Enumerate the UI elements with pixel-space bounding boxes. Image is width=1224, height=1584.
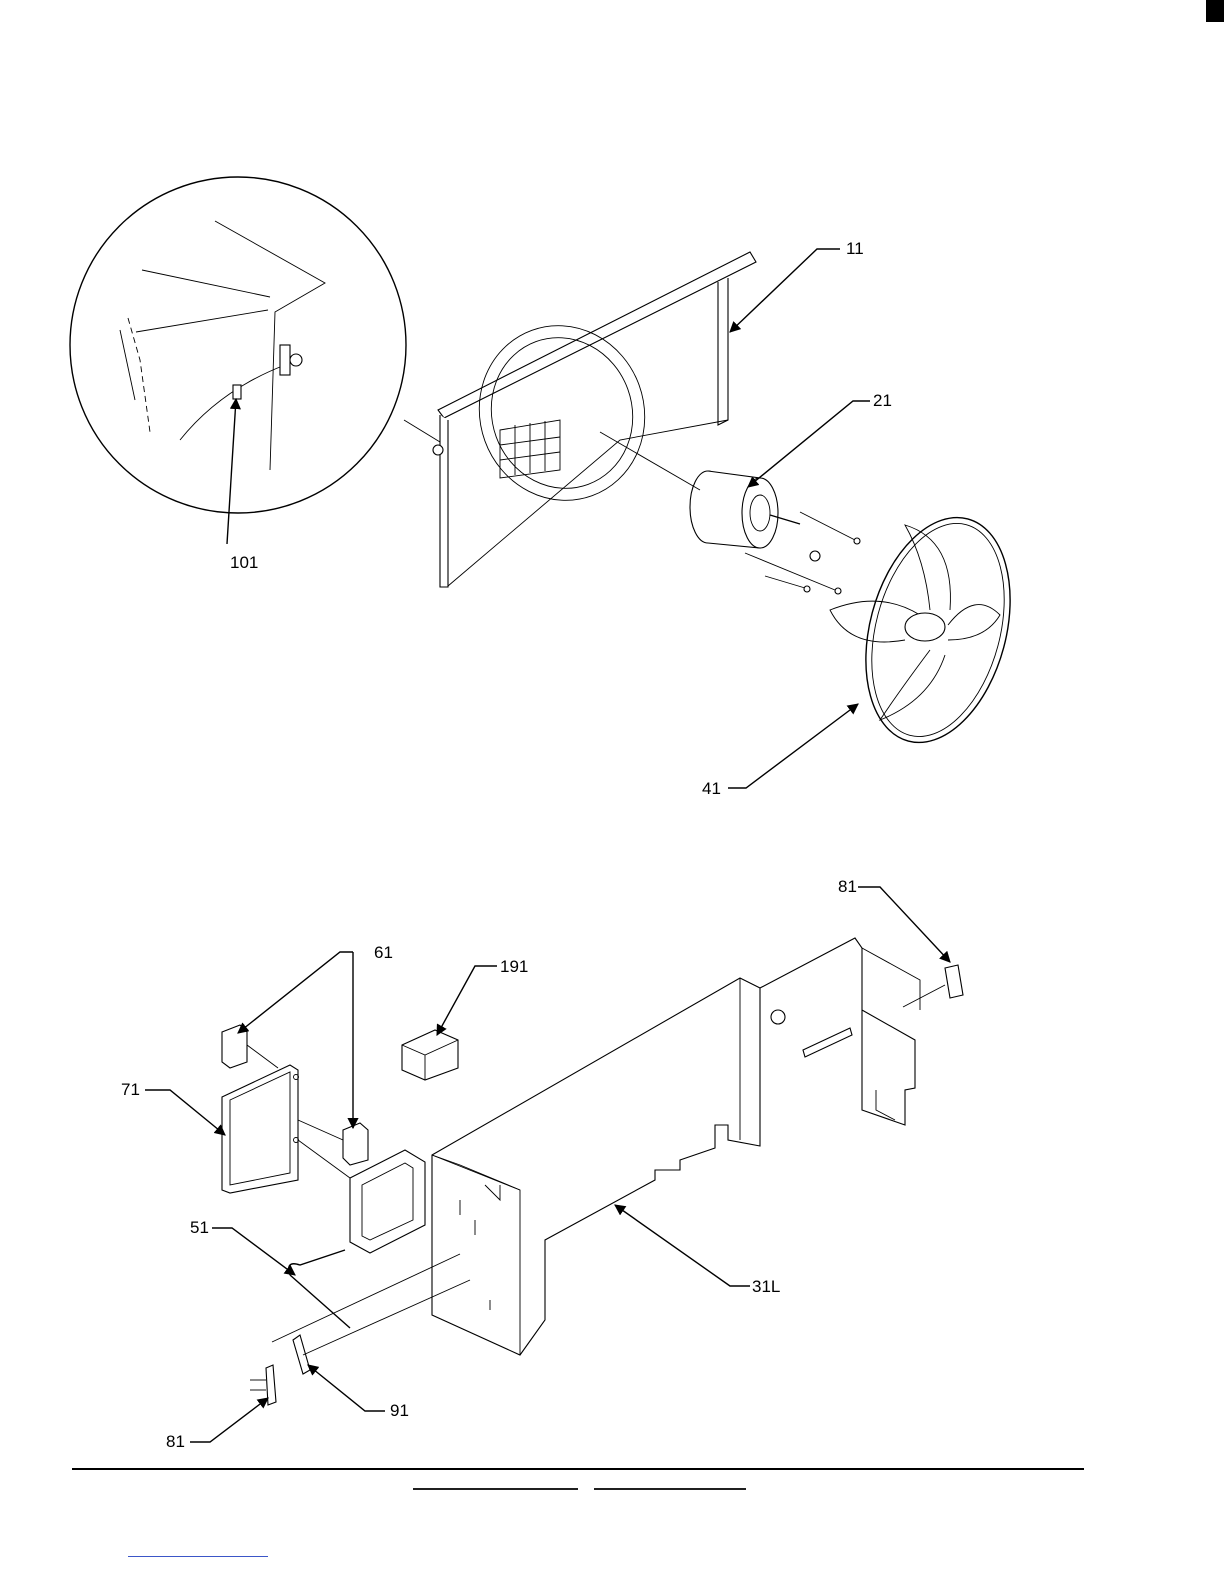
callout-91: 91 [390,1401,409,1420]
callout-81-top: 81 [838,877,857,896]
callout-81-bottom: 81 [166,1432,185,1451]
callout-41: 41 [702,779,721,798]
callout-61: 61 [374,943,393,962]
fan-motor [600,432,800,548]
support-rod [289,1250,350,1328]
callout-21: 21 [873,391,892,410]
callout-11: 11 [846,239,864,258]
callout-51: 51 [190,1218,209,1237]
callout-31l: 31L [752,1277,780,1296]
footer-link-underline[interactable] [128,1556,268,1557]
callout-191: 191 [500,957,528,976]
callout-101: 101 [230,553,258,572]
callout-71: 71 [121,1080,140,1099]
electrical-box [402,1030,458,1080]
control-panel [222,1065,299,1193]
chassis [432,938,920,1355]
detail-view-circle [70,177,440,544]
fan-blade [830,501,1033,758]
